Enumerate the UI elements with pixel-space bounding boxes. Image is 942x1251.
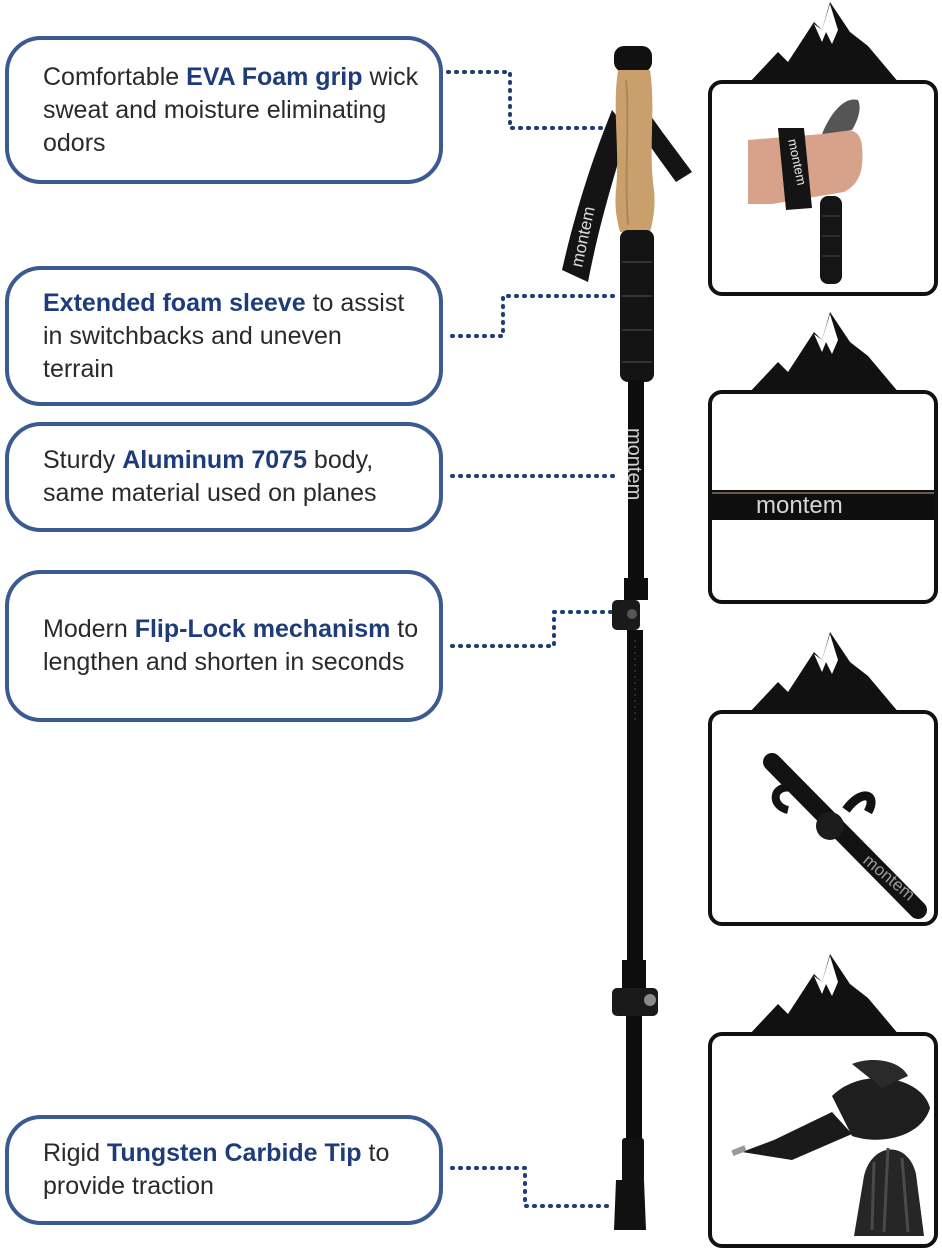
callout-aluminum-body: Sturdy Aluminum 7075 body, same material… (5, 422, 443, 532)
callout-foam-sleeve-text: Extended foam sleeve to assist in switch… (43, 287, 419, 386)
upper-shaft (628, 380, 644, 580)
callout-flip-lock-pre: Modern (43, 615, 135, 643)
foam-sleeve-ridges (622, 261, 652, 363)
leader-line-foam-sleeve (450, 294, 620, 338)
callout-flip-lock-text: Modern Flip-Lock mechanism to lengthen a… (43, 613, 419, 679)
grip-cap (614, 46, 652, 72)
middle-shaft (627, 630, 643, 960)
photo-carbide-tip (708, 1032, 938, 1248)
leader-line-flip-lock (450, 610, 614, 648)
callout-flip-lock-highlight: Flip-Lock mechanism (134, 615, 391, 643)
callout-aluminum-body-highlight: Aluminum 7075 (122, 446, 307, 474)
photo-shaft-closeup: montem (708, 390, 938, 604)
leader-line-grip (446, 70, 614, 130)
photo-shaft-brand-label: montem (756, 492, 843, 519)
callout-foam-sleeve: Extended foam sleeve to assist in switch… (5, 266, 443, 406)
callout-foam-sleeve-highlight: Extended foam sleeve (43, 288, 306, 317)
callout-carbide-tip-pre: Rigid (43, 1139, 107, 1167)
callout-grip: Comfortable EVA Foam grip wick sweat and… (5, 36, 443, 184)
photo-lock-brand-label: montem (859, 851, 918, 905)
leader-line-carbide-tip (450, 1166, 616, 1208)
callout-grip-post: wick sweat and moisture eliminating odor… (43, 62, 419, 157)
cork-grip (615, 70, 655, 232)
shaft-brand-label: montem (623, 428, 645, 500)
lower-flip-lock (612, 988, 658, 1016)
photo-hand-grip: montem (708, 80, 938, 296)
callout-grip-pre: Comfortable (43, 62, 187, 91)
lower-shaft (626, 1016, 642, 1176)
upper-flip-lock (612, 600, 640, 630)
carbide-tip (614, 1180, 646, 1230)
photo-flip-lock: montem (708, 710, 938, 926)
callout-grip-text: Comfortable EVA Foam grip wick sweat and… (43, 61, 419, 160)
callout-flip-lock: Modern Flip-Lock mechanism to lengthen a… (5, 570, 443, 722)
foam-sleeve (620, 230, 654, 382)
mountain-icon (748, 2, 900, 84)
callout-aluminum-body-post: body, same material used on planes (43, 446, 377, 507)
mountain-icon (748, 954, 900, 1036)
callout-carbide-tip: Rigid Tungsten Carbide Tip to provide tr… (5, 1115, 443, 1225)
callout-aluminum-body-pre: Sturdy (43, 446, 123, 474)
mountain-icon (748, 632, 900, 714)
callout-carbide-tip-text: Rigid Tungsten Carbide Tip to provide tr… (43, 1137, 419, 1203)
callout-carbide-tip-post: to provide traction (43, 1139, 390, 1200)
callout-flip-lock-post: to lengthen and shorten in seconds (43, 615, 419, 676)
mountain-icon (748, 312, 900, 394)
callout-foam-sleeve-post: to assist in switchbacks and uneven terr… (43, 288, 405, 383)
callout-carbide-tip-highlight: Tungsten Carbide Tip (106, 1139, 362, 1167)
leader-lines (446, 70, 622, 1208)
callout-aluminum-body-text: Sturdy Aluminum 7075 body, same material… (43, 444, 419, 510)
callout-grip-highlight: EVA Foam grip (186, 62, 363, 91)
